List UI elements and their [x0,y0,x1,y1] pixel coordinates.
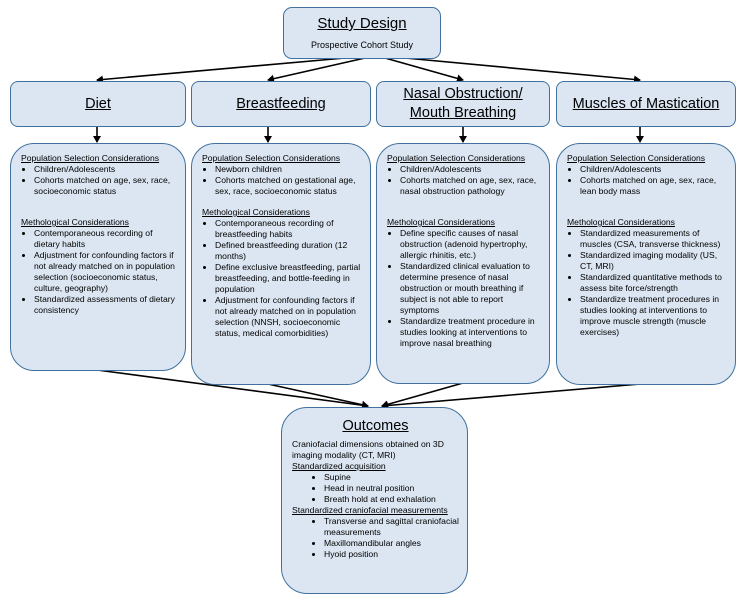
nasal-meth-title: Methological Considerations [387,217,495,227]
list-item: Supine [324,472,459,483]
outcomes-acq-title: Standardized acquisition [292,461,386,471]
study-design-subtitle: Prospective Cohort Study [310,40,414,50]
muscles-meth-list: Standardized measurements of muscles (CS… [567,228,729,338]
list-item: Standardize treatment procedures in stud… [580,294,729,338]
muscles-pop-list: Children/Adolescents Cohorts matched on … [567,164,729,197]
arrow-nasal-to-outcomes [381,382,464,409]
header-diet: Diet [10,81,186,127]
arrow-diet-to-outcomes [96,369,369,410]
breastfeeding-meth-list: Contemporaneous recording of breastfeedi… [202,218,364,339]
breastfeeding-meth-title: Methological Considerations [202,207,310,217]
list-item: Cohorts matched on age, sex, race, nasal… [400,175,543,197]
arrow-muscles-to-outcomes [381,383,641,410]
list-item: Adjustment for confounding factors if no… [34,250,179,294]
list-item: Contemporaneous recording of breastfeedi… [215,218,364,240]
header-muscles-label: Muscles of Mastication [572,95,720,112]
diet-meth-list: Contemporaneous recording of dietary hab… [21,228,179,316]
list-item: Hyoid position [324,549,459,560]
outcomes-meas-title: Standardized craniofacial measurements [292,505,448,515]
list-item: Define exclusive breastfeeding, partial … [215,262,364,295]
outcomes-meas-list: Transverse and sagittal craniofacial mea… [292,516,459,560]
list-item: Newborn children [215,164,364,175]
list-item: Children/Adolescents [580,164,729,175]
arrow-study-to-nasal [384,57,464,83]
header-diet-label: Diet [85,95,111,112]
breastfeeding-pop-list: Newborn children Cohorts matched on gest… [202,164,364,197]
list-item: Standardized imaging modality (US, CT, M… [580,250,729,272]
arrow-study-to-breastfeeding [267,57,366,83]
breastfeeding-pop-title: Population Selection Considerations [202,153,341,163]
header-nasal-label: Nasal Obstruction/ Mouth Breathing [403,86,523,121]
list-item: Standardize treatment procedure in studi… [400,316,543,349]
list-item: Standardized assessments of dietary cons… [34,294,179,316]
muscles-meth-title: Methological Considerations [567,217,675,227]
panel-nasal: Population Selection Considerations Chil… [376,143,550,384]
list-item: Children/Adolescents [34,164,179,175]
list-item: Breath hold at end exhalation [324,494,459,505]
header-muscles: Muscles of Mastication [556,81,736,127]
diet-pop-title: Population Selection Considerations [21,153,160,163]
panel-breastfeeding: Population Selection Considerations Newb… [191,143,371,385]
outcomes-acq-list: Supine Head in neutral position Breath h… [292,472,459,505]
nasal-meth-list: Define specific causes of nasal obstruct… [387,228,543,349]
diet-pop-list: Children/Adolescents Cohorts matched on … [21,164,179,197]
header-nasal: Nasal Obstruction/ Mouth Breathing [376,81,550,127]
list-item: Head in neutral position [324,483,459,494]
header-breastfeeding-label: Breastfeeding [236,95,326,112]
header-breastfeeding: Breastfeeding [191,81,371,127]
list-item: Standardized measurements of muscles (CS… [580,228,729,250]
list-item: Define specific causes of nasal obstruct… [400,228,543,261]
panel-muscles: Population Selection Considerations Chil… [556,143,736,385]
list-item: Standardized clinical evaluation to dete… [400,261,543,316]
list-item: Standardized quantitative methods to ass… [580,272,729,294]
muscles-pop-title: Population Selection Considerations [567,153,706,163]
nasal-pop-title: Population Selection Considerations [387,153,526,163]
list-item: Adjustment for confounding factors if no… [215,295,364,339]
panel-diet: Population Selection Considerations Chil… [10,143,186,371]
outcomes-title: Outcomes [342,418,409,434]
arrow-study-to-muscles [404,57,641,84]
study-design-box: Study Design Prospective Cohort Study [283,7,441,59]
list-item: Defined breastfeeding duration (12 month… [215,240,364,262]
list-item: Cohorts matched on gestational age, sex,… [215,175,364,197]
arrow-breastfeeding-to-outcomes [267,383,369,409]
nasal-pop-list: Children/Adolescents Cohorts matched on … [387,164,543,197]
list-item: Cohorts matched on age, sex, race, socio… [34,175,179,197]
list-item: Children/Adolescents [400,164,543,175]
arrow-study-to-diet [96,57,346,84]
list-item: Cohorts matched on age, sex, race, lean … [580,175,729,197]
panel-outcomes: Outcomes Craniofacial dimensions obtaine… [281,407,468,594]
diet-meth-title: Methological Considerations [21,217,129,227]
outcomes-intro: Craniofacial dimensions obtained on 3D i… [292,439,444,460]
study-design-title: Study Design [317,15,407,32]
list-item: Transverse and sagittal craniofacial mea… [324,516,459,538]
list-item: Maxillomandibular angles [324,538,459,549]
list-item: Contemporaneous recording of dietary hab… [34,228,179,250]
